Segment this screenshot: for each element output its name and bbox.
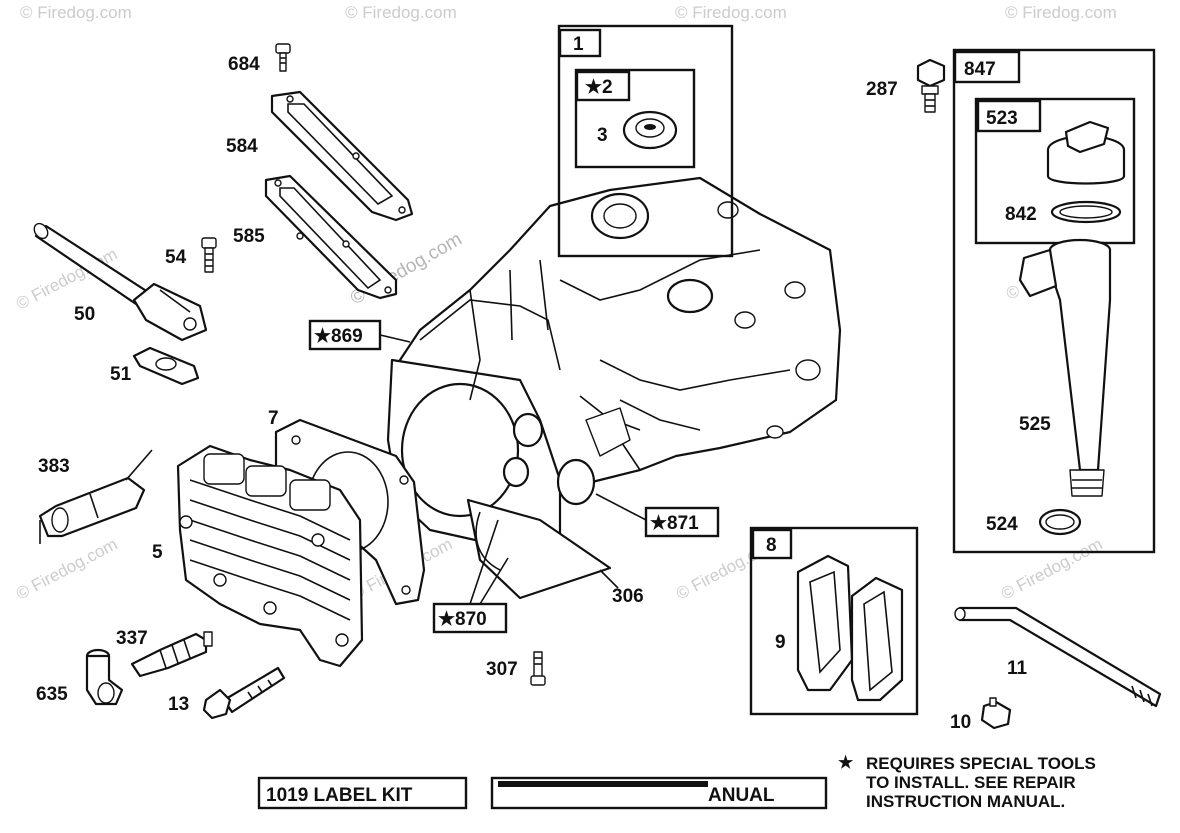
callout-2: ★2 — [585, 77, 613, 98]
part-585-gasket — [264, 174, 398, 300]
part-337-spark-plug — [130, 631, 213, 678]
callout-523: 523 — [986, 108, 1018, 129]
note-line-3: INSTRUCTION MANUAL. — [866, 792, 1065, 811]
star-symbol: ★ — [838, 753, 854, 772]
callout-tab-8 — [751, 528, 793, 560]
part-684-bolt — [275, 43, 291, 72]
part-842-o-ring — [1050, 200, 1122, 224]
part-307-bolt — [530, 651, 546, 686]
note-line-1: REQUIRES SPECIAL TOOLS — [866, 754, 1096, 773]
manual-obscured-text — [498, 781, 708, 787]
callout-847: 847 — [964, 59, 996, 80]
manual-box — [490, 776, 828, 810]
callout-box-1 — [557, 24, 734, 258]
watermark: © Firedog.com — [1005, 3, 1117, 22]
callout-337: 337 — [116, 628, 148, 649]
callout-box-2 — [574, 68, 696, 169]
callout-box-869 — [308, 319, 382, 351]
callout-585: 585 — [233, 226, 265, 247]
callout-tab-2 — [575, 70, 631, 102]
callout-584: 584 — [226, 136, 258, 157]
callout-307: 307 — [486, 659, 518, 680]
watermark: © Firedog.com — [675, 3, 787, 22]
label-kit-box — [257, 776, 468, 810]
callout-306: 306 — [612, 586, 644, 607]
callout-7: 7 — [268, 408, 279, 429]
part-11-rod — [954, 606, 1162, 708]
callout-635: 635 — [36, 684, 68, 705]
part-9-breather-cover — [796, 554, 904, 702]
callout-525: 525 — [1019, 414, 1051, 435]
part-383-governor-link — [38, 449, 153, 544]
part-525-dipstick-tube — [1018, 238, 1112, 497]
callout-524: 524 — [986, 514, 1018, 535]
part-584-cover-plate — [270, 90, 414, 222]
watermark: © Firedog.com — [345, 3, 457, 22]
callout-5: 5 — [152, 542, 163, 563]
part-524-o-ring — [1038, 508, 1082, 536]
watermark: © Firedog.com — [13, 534, 121, 603]
callout-box-871 — [644, 506, 720, 538]
part-51-gasket — [132, 346, 200, 386]
part-13-head-bolt — [202, 666, 286, 720]
part-crankcase-block — [386, 176, 842, 552]
callout-11: 11 — [1007, 658, 1028, 679]
watermark: © Firedog.com — [20, 3, 132, 22]
part-523-dipstick-cap — [1046, 120, 1126, 185]
callout-287: 287 — [866, 79, 898, 100]
callout-684: 684 — [228, 54, 260, 75]
callout-tab-1 — [558, 28, 602, 58]
label-kit-text: 1019 LABEL KIT — [266, 785, 413, 806]
callout-869: ★869 — [314, 326, 363, 347]
part-5-cylinder-head — [176, 444, 364, 668]
callout-871: ★871 — [650, 513, 699, 534]
callout-50: 50 — [74, 304, 95, 325]
part-10-screw — [980, 697, 1012, 730]
callout-tab-523 — [976, 99, 1042, 133]
part-54-screw — [201, 237, 217, 273]
callout-box-523 — [974, 97, 1136, 245]
callout-tab-847 — [953, 50, 1021, 84]
callout-3: 3 — [597, 125, 608, 146]
manual-text: ANUAL — [708, 785, 775, 806]
watermark: © Firedog.com — [998, 534, 1106, 603]
callout-51: 51 — [110, 364, 132, 385]
callout-box-8 — [749, 526, 919, 716]
callout-box-847 — [952, 48, 1156, 554]
part-287-bolt — [916, 58, 946, 113]
callout-9: 9 — [775, 632, 786, 653]
part-635-plug-boot — [85, 648, 124, 706]
part-3-oil-seal — [622, 110, 678, 150]
callout-8: 8 — [766, 535, 777, 556]
part-50-breather-tube — [33, 222, 208, 342]
callout-383: 383 — [38, 456, 70, 477]
callout-842: 842 — [1005, 204, 1037, 225]
callout-10: 10 — [950, 712, 971, 733]
callout-54: 54 — [165, 247, 187, 268]
callout-1: 1 — [573, 34, 584, 55]
callout-13: 13 — [168, 694, 189, 715]
callout-870: ★870 — [438, 609, 487, 630]
note-line-2: TO INSTALL. SEE REPAIR — [866, 773, 1076, 792]
part-306-gasket — [466, 498, 619, 600]
